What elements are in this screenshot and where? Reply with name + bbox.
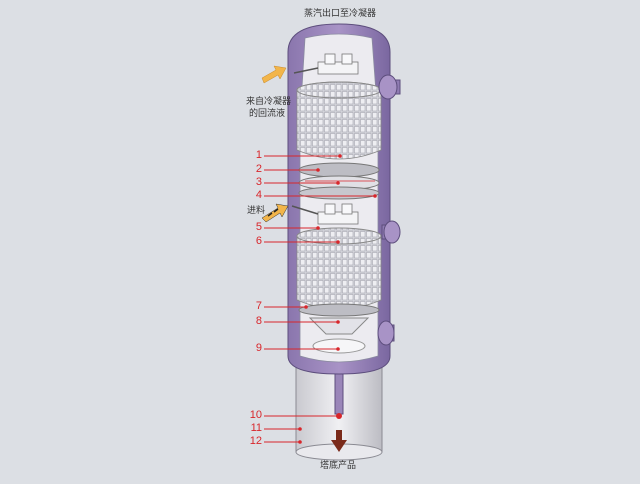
callout-5: 5	[255, 221, 262, 233]
callout-7: 7	[255, 300, 262, 312]
callout-dot-7	[304, 305, 308, 309]
reflux-label-line1: 来自冷凝器	[246, 97, 292, 107]
callout-leaders	[264, 154, 377, 444]
callout-9: 9	[255, 342, 262, 354]
upper-distributor	[293, 53, 359, 75]
callout-dot-11	[298, 427, 302, 431]
callout-dot-10	[336, 414, 340, 418]
callout-4: 4	[255, 189, 262, 201]
callout-3: 3	[255, 176, 262, 188]
callout-12: 12	[249, 435, 262, 447]
callout-10: 10	[249, 409, 262, 421]
nozzles	[334, 74, 401, 419]
callout-dot-6	[336, 240, 340, 244]
upper-packing	[296, 81, 382, 160]
callout-dot-3	[336, 181, 340, 185]
callout-dot-2	[316, 168, 320, 172]
callout-dot-12	[298, 440, 302, 444]
callout-dot-9	[336, 347, 340, 351]
callout-dot-8	[336, 320, 340, 324]
callout-dot-4	[373, 194, 377, 198]
callout-6: 6	[255, 235, 262, 247]
reflux-label-line2: 的回流液	[249, 109, 286, 119]
bottom-product-label: 塔底产品	[320, 461, 357, 471]
callout-dot-5	[316, 226, 320, 230]
callout-8: 8	[255, 315, 262, 327]
redistributor	[298, 162, 380, 200]
feed-label: 进料	[247, 206, 266, 216]
vapor-outlet-label: 蒸汽出口至冷凝器	[304, 9, 377, 19]
lower-packing	[296, 227, 382, 310]
feed-arrow	[261, 203, 289, 223]
callout-1: 1	[255, 149, 262, 161]
callout-2: 2	[255, 163, 262, 175]
callout-11: 11	[250, 422, 262, 434]
callout-dot-1	[338, 154, 342, 158]
reflux-arrow	[261, 65, 287, 84]
bottom-arrow	[331, 430, 347, 452]
lower-distributor	[291, 203, 359, 225]
